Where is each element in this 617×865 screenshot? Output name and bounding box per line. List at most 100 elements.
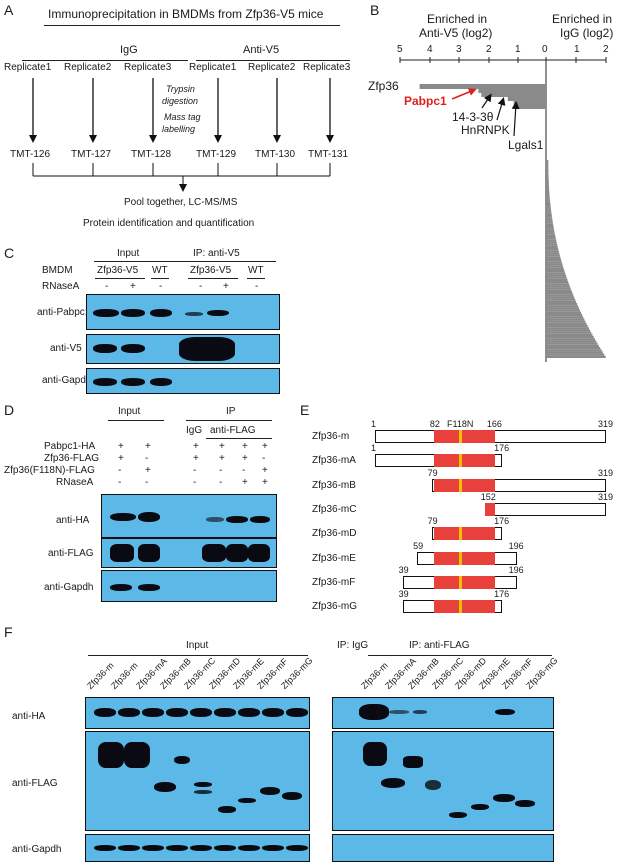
lane-group-label: Zfp36-V5 <box>97 265 139 276</box>
bar-igg <box>546 351 603 354</box>
f118n-mutation-marker <box>458 551 462 565</box>
group-v5-label: Anti-V5 <box>243 44 280 56</box>
sign: - <box>159 281 163 292</box>
replicate-label: Replicate3 <box>303 62 351 73</box>
bar-igg <box>546 314 583 317</box>
sign: - <box>105 281 109 292</box>
zf-end: 166 <box>486 419 502 429</box>
bar-igg <box>546 331 592 334</box>
blot-ha <box>101 494 277 538</box>
label-pabpc1: Pabpc1 <box>404 94 447 108</box>
axis-tick-label: 5 <box>397 44 403 55</box>
bar-igg <box>546 190 550 193</box>
blot-row-label: anti-Gapdh <box>12 844 62 855</box>
blot-f-ha-input <box>85 697 310 729</box>
bar-igg <box>546 204 551 207</box>
bar-igg <box>546 265 564 268</box>
condition-label: RNaseA <box>56 477 94 488</box>
construct-name: Zfp36-mC <box>312 503 357 515</box>
bar-igg <box>546 254 560 257</box>
enriched-igg-label-2: IgG (log2) <box>560 26 614 40</box>
bar-igg <box>546 215 552 218</box>
bar-igg <box>546 338 595 341</box>
bar-igg <box>546 171 549 174</box>
lane-underline <box>151 278 169 279</box>
sign: + <box>262 465 268 476</box>
bar-igg <box>546 182 549 185</box>
bar-igg <box>546 263 563 266</box>
lane-group-label: WT <box>152 265 168 276</box>
panel-e-letter: E <box>300 402 310 418</box>
blot-row-label: anti-Pabpc1 <box>37 307 91 318</box>
bar-igg <box>546 234 556 237</box>
bar-igg <box>546 316 584 319</box>
replicate-label: Replicate2 <box>64 62 112 73</box>
sign: + <box>118 441 124 452</box>
f118n-mutation-marker <box>458 600 462 614</box>
bar-igg <box>546 256 561 259</box>
blot-f-gapdh-ip <box>332 834 554 862</box>
bar-igg <box>546 267 564 270</box>
construct-start: 1 <box>371 443 377 454</box>
construct-end: 176 <box>494 443 510 454</box>
enriched-v5-label-2: Anti-V5 (log2) <box>419 26 493 40</box>
bar-igg <box>546 285 570 288</box>
blot-flag <box>101 538 277 568</box>
condition-label: Zfp36-FLAG <box>44 453 100 464</box>
lane-underline <box>95 278 145 279</box>
gapdh-band <box>262 845 284 851</box>
bar-igg <box>546 259 562 262</box>
bar-igg <box>546 217 553 220</box>
tmt-label: TMT-129 <box>196 149 237 160</box>
replicate-label: Replicate1 <box>189 62 237 73</box>
bar-igg <box>546 245 558 248</box>
zf-start: 82 <box>429 419 440 429</box>
ha-band <box>94 708 116 717</box>
replicate-label: Replicate1 <box>4 62 52 73</box>
bar-igg <box>546 206 551 209</box>
blot-row-label: anti-HA <box>56 515 90 526</box>
bar-igg <box>546 322 587 325</box>
lane-underline <box>247 278 265 279</box>
blot-row-label: anti-Gapdh <box>44 582 94 593</box>
bar-igg <box>546 320 586 323</box>
bar-igg <box>546 344 599 347</box>
construct-start: 39 <box>398 564 409 575</box>
bar-igg <box>546 261 562 264</box>
enriched-igg-label: Enriched in <box>552 12 613 26</box>
blot-row-label: anti-V5 <box>50 343 82 354</box>
rnase-label: RNaseA <box>42 281 80 292</box>
axis-tick-label: 0 <box>542 44 548 55</box>
construct-start: 59 <box>413 540 424 551</box>
construct-end: 176 <box>494 516 510 527</box>
bar-igg <box>546 162 549 165</box>
bar-igg <box>546 173 549 176</box>
tmt-label: TMT-126 <box>10 149 51 160</box>
bar-igg <box>546 276 567 279</box>
bar-igg <box>546 179 549 182</box>
flag-bracket <box>206 438 272 439</box>
axis-tick-label: 2 <box>486 44 492 55</box>
anti-flag-header: anti-FLAG <box>210 425 256 436</box>
sign: + <box>193 441 199 452</box>
sign: + <box>262 441 268 452</box>
ip-header: IP <box>226 406 236 417</box>
bar-igg <box>546 278 568 281</box>
bar-igg <box>546 342 598 345</box>
ha-band <box>214 708 236 717</box>
bar-igg <box>546 340 597 343</box>
bar-igg <box>546 195 550 198</box>
bar-igg <box>546 281 569 284</box>
sign: + <box>262 477 268 488</box>
ip-header: IP: anti-V5 <box>193 248 240 259</box>
zinc-finger-domain <box>433 600 495 614</box>
bar-igg <box>546 164 549 167</box>
bar-igg <box>546 294 574 297</box>
bar-igg <box>546 347 601 350</box>
gapdh-band <box>94 845 116 851</box>
sign: - <box>219 477 223 488</box>
zinc-finger-domain <box>433 430 495 443</box>
bar-anti-v5 <box>481 92 546 97</box>
bar-igg <box>546 197 550 200</box>
bar-igg <box>546 212 552 215</box>
